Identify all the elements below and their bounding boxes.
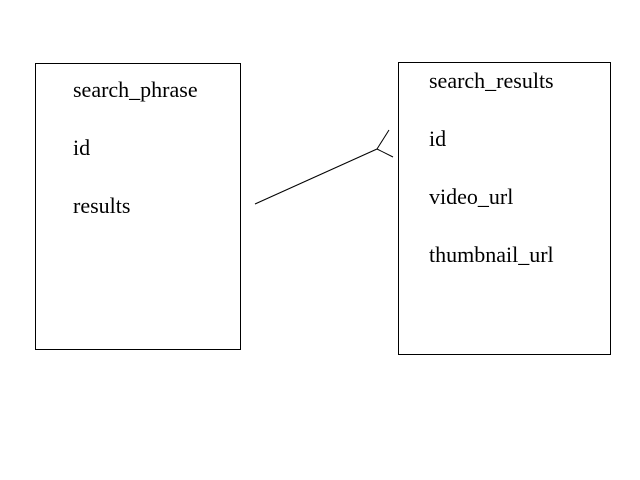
relationship-line xyxy=(254,148,378,205)
field-id: id xyxy=(429,126,447,151)
entity-title: search_phrase xyxy=(73,77,198,102)
entity-search-results: search_results id video_url thumbnail_ur… xyxy=(398,62,611,355)
field-id: id xyxy=(73,135,91,160)
field-thumbnail-url: thumbnail_url xyxy=(429,242,554,267)
crows-foot-icon xyxy=(376,129,394,158)
field-results: results xyxy=(73,193,131,218)
entity-search-phrase: search_phrase id results xyxy=(35,63,241,350)
field-video-url: video_url xyxy=(429,184,514,209)
entity-title: search_results xyxy=(429,68,554,93)
